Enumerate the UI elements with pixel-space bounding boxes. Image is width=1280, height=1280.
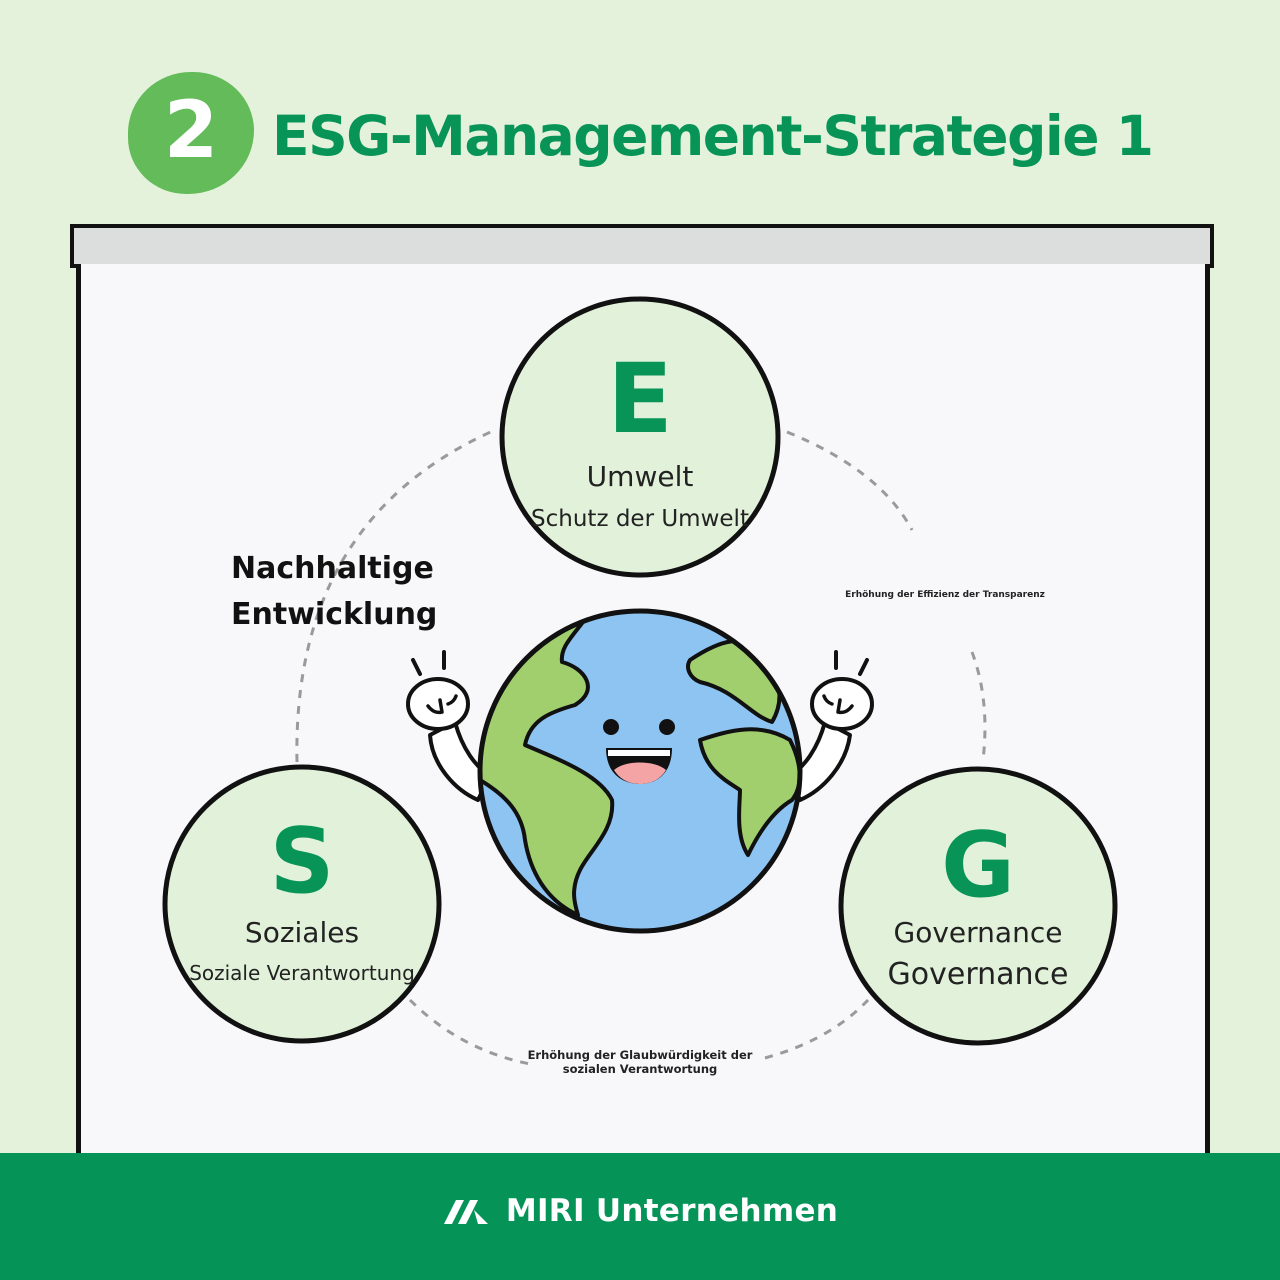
node-g: G Governance Governance xyxy=(838,766,1118,1046)
brand: MIRI Unternehmen xyxy=(442,1193,838,1229)
node-e: E Umwelt Schutz der Umwelt xyxy=(499,296,781,578)
node-e-title: Umwelt xyxy=(587,460,694,493)
node-s: S Soziales Soziale Verantwortung xyxy=(162,764,442,1044)
miri-logo-icon xyxy=(443,1199,488,1224)
node-g-title: Governance xyxy=(894,916,1063,949)
connector-s-g-right xyxy=(764,998,870,1060)
center-label-line1: Nachhaltige xyxy=(231,551,434,586)
header: 2 ESG-Management-Strategie 1 xyxy=(0,0,1280,220)
link-label-s-g-line1: Erhöhung der Glaubwürdigkeit der xyxy=(528,1048,753,1062)
connector-s-e xyxy=(295,428,496,763)
continent-left xyxy=(480,611,615,917)
node-e-subtitle: Schutz der Umwelt xyxy=(531,506,749,532)
node-s-letter: S xyxy=(270,809,335,914)
center-label-line2: Entwicklung xyxy=(231,597,437,632)
node-s-subtitle: Soziale Verantwortung xyxy=(189,961,415,985)
node-s-title: Soziales xyxy=(245,916,359,949)
page-title: ESG-Management-Strategie 1 xyxy=(272,104,1154,168)
connector-e-g xyxy=(786,430,914,531)
node-e-letter: E xyxy=(607,343,673,455)
link-label-s-g-line2: sozialen Verantwortung xyxy=(563,1062,718,1076)
step-number: 2 xyxy=(163,86,219,176)
footer: MIRI Unternehmen xyxy=(0,1153,1280,1280)
node-g-letter: G xyxy=(941,813,1015,918)
continent-right xyxy=(698,727,800,857)
link-label-e-g: Erhöhung der Effizienz der Transparenz xyxy=(845,590,1045,600)
connector-s-g xyxy=(408,998,531,1066)
earth-mascot xyxy=(406,608,874,934)
node-g-subtitle: Governance xyxy=(888,957,1069,992)
connector-arcs xyxy=(295,428,987,1066)
right-eye xyxy=(659,719,675,735)
step-badge: 2 xyxy=(128,72,254,194)
brand-name: MIRI Unternehmen xyxy=(505,1192,839,1229)
connector-e-g-lower xyxy=(970,651,987,761)
left-eye xyxy=(603,719,619,735)
